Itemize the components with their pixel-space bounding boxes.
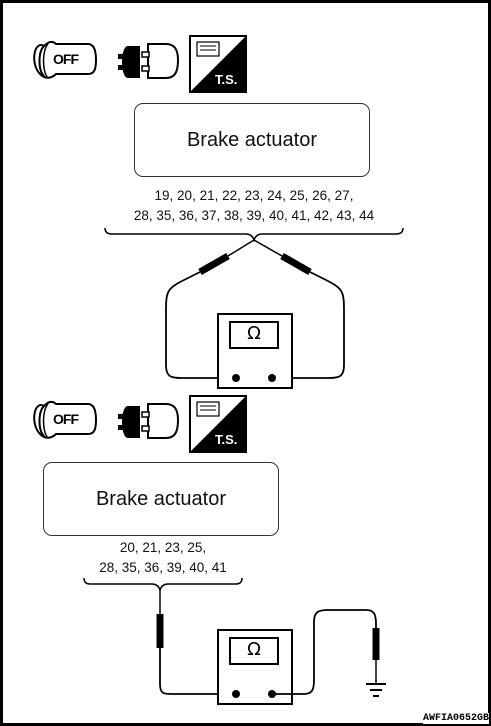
figure-code: AWFIA0652GB	[422, 713, 489, 724]
ignition-off-icon	[33, 40, 98, 79]
component-box: Brake actuator	[134, 103, 370, 177]
ohmmeter-icon	[217, 313, 293, 389]
probe-left	[156, 590, 236, 695]
ground-icon	[366, 683, 386, 697]
probe-left	[165, 239, 255, 379]
troubleshooting-icon	[189, 35, 247, 93]
probe-right	[253, 239, 345, 379]
ohm-symbol: Ω	[247, 323, 261, 344]
ignition-off-icon	[33, 400, 98, 439]
component-box: Brake actuator	[43, 462, 279, 536]
troubleshooting-icon	[189, 395, 247, 453]
pin-list: 20, 21, 23, 25, 28, 35, 36, 39, 40, 41	[78, 538, 248, 578]
ohm-symbol: Ω	[247, 639, 261, 660]
pin-line-1: 20, 21, 23, 25,	[119, 540, 207, 555]
component-label: Brake actuator	[95, 487, 227, 510]
pin-list: 19, 20, 21, 22, 23, 24, 25, 26, 27, 28, …	[105, 186, 403, 226]
disconnect-connector-icon	[118, 403, 180, 439]
disconnect-connector-icon	[118, 43, 180, 79]
component-label: Brake actuator	[186, 128, 318, 151]
ignition-off-label: OFF	[53, 411, 79, 427]
pin-line-2: 28, 35, 36, 39, 40, 41	[99, 560, 227, 575]
probe-right	[272, 609, 380, 695]
pin-brace	[104, 227, 404, 243]
pin-line-1: 19, 20, 21, 22, 23, 24, 25, 26, 27,	[154, 188, 354, 203]
ohmmeter-icon	[217, 629, 293, 705]
ignition-off-label: OFF	[53, 51, 79, 67]
ts-label: T.S.	[215, 432, 238, 447]
pin-brace	[83, 577, 243, 593]
ts-label: T.S.	[215, 72, 238, 87]
pin-line-2: 28, 35, 36, 37, 38, 39, 40, 41, 42, 43, …	[133, 208, 375, 223]
